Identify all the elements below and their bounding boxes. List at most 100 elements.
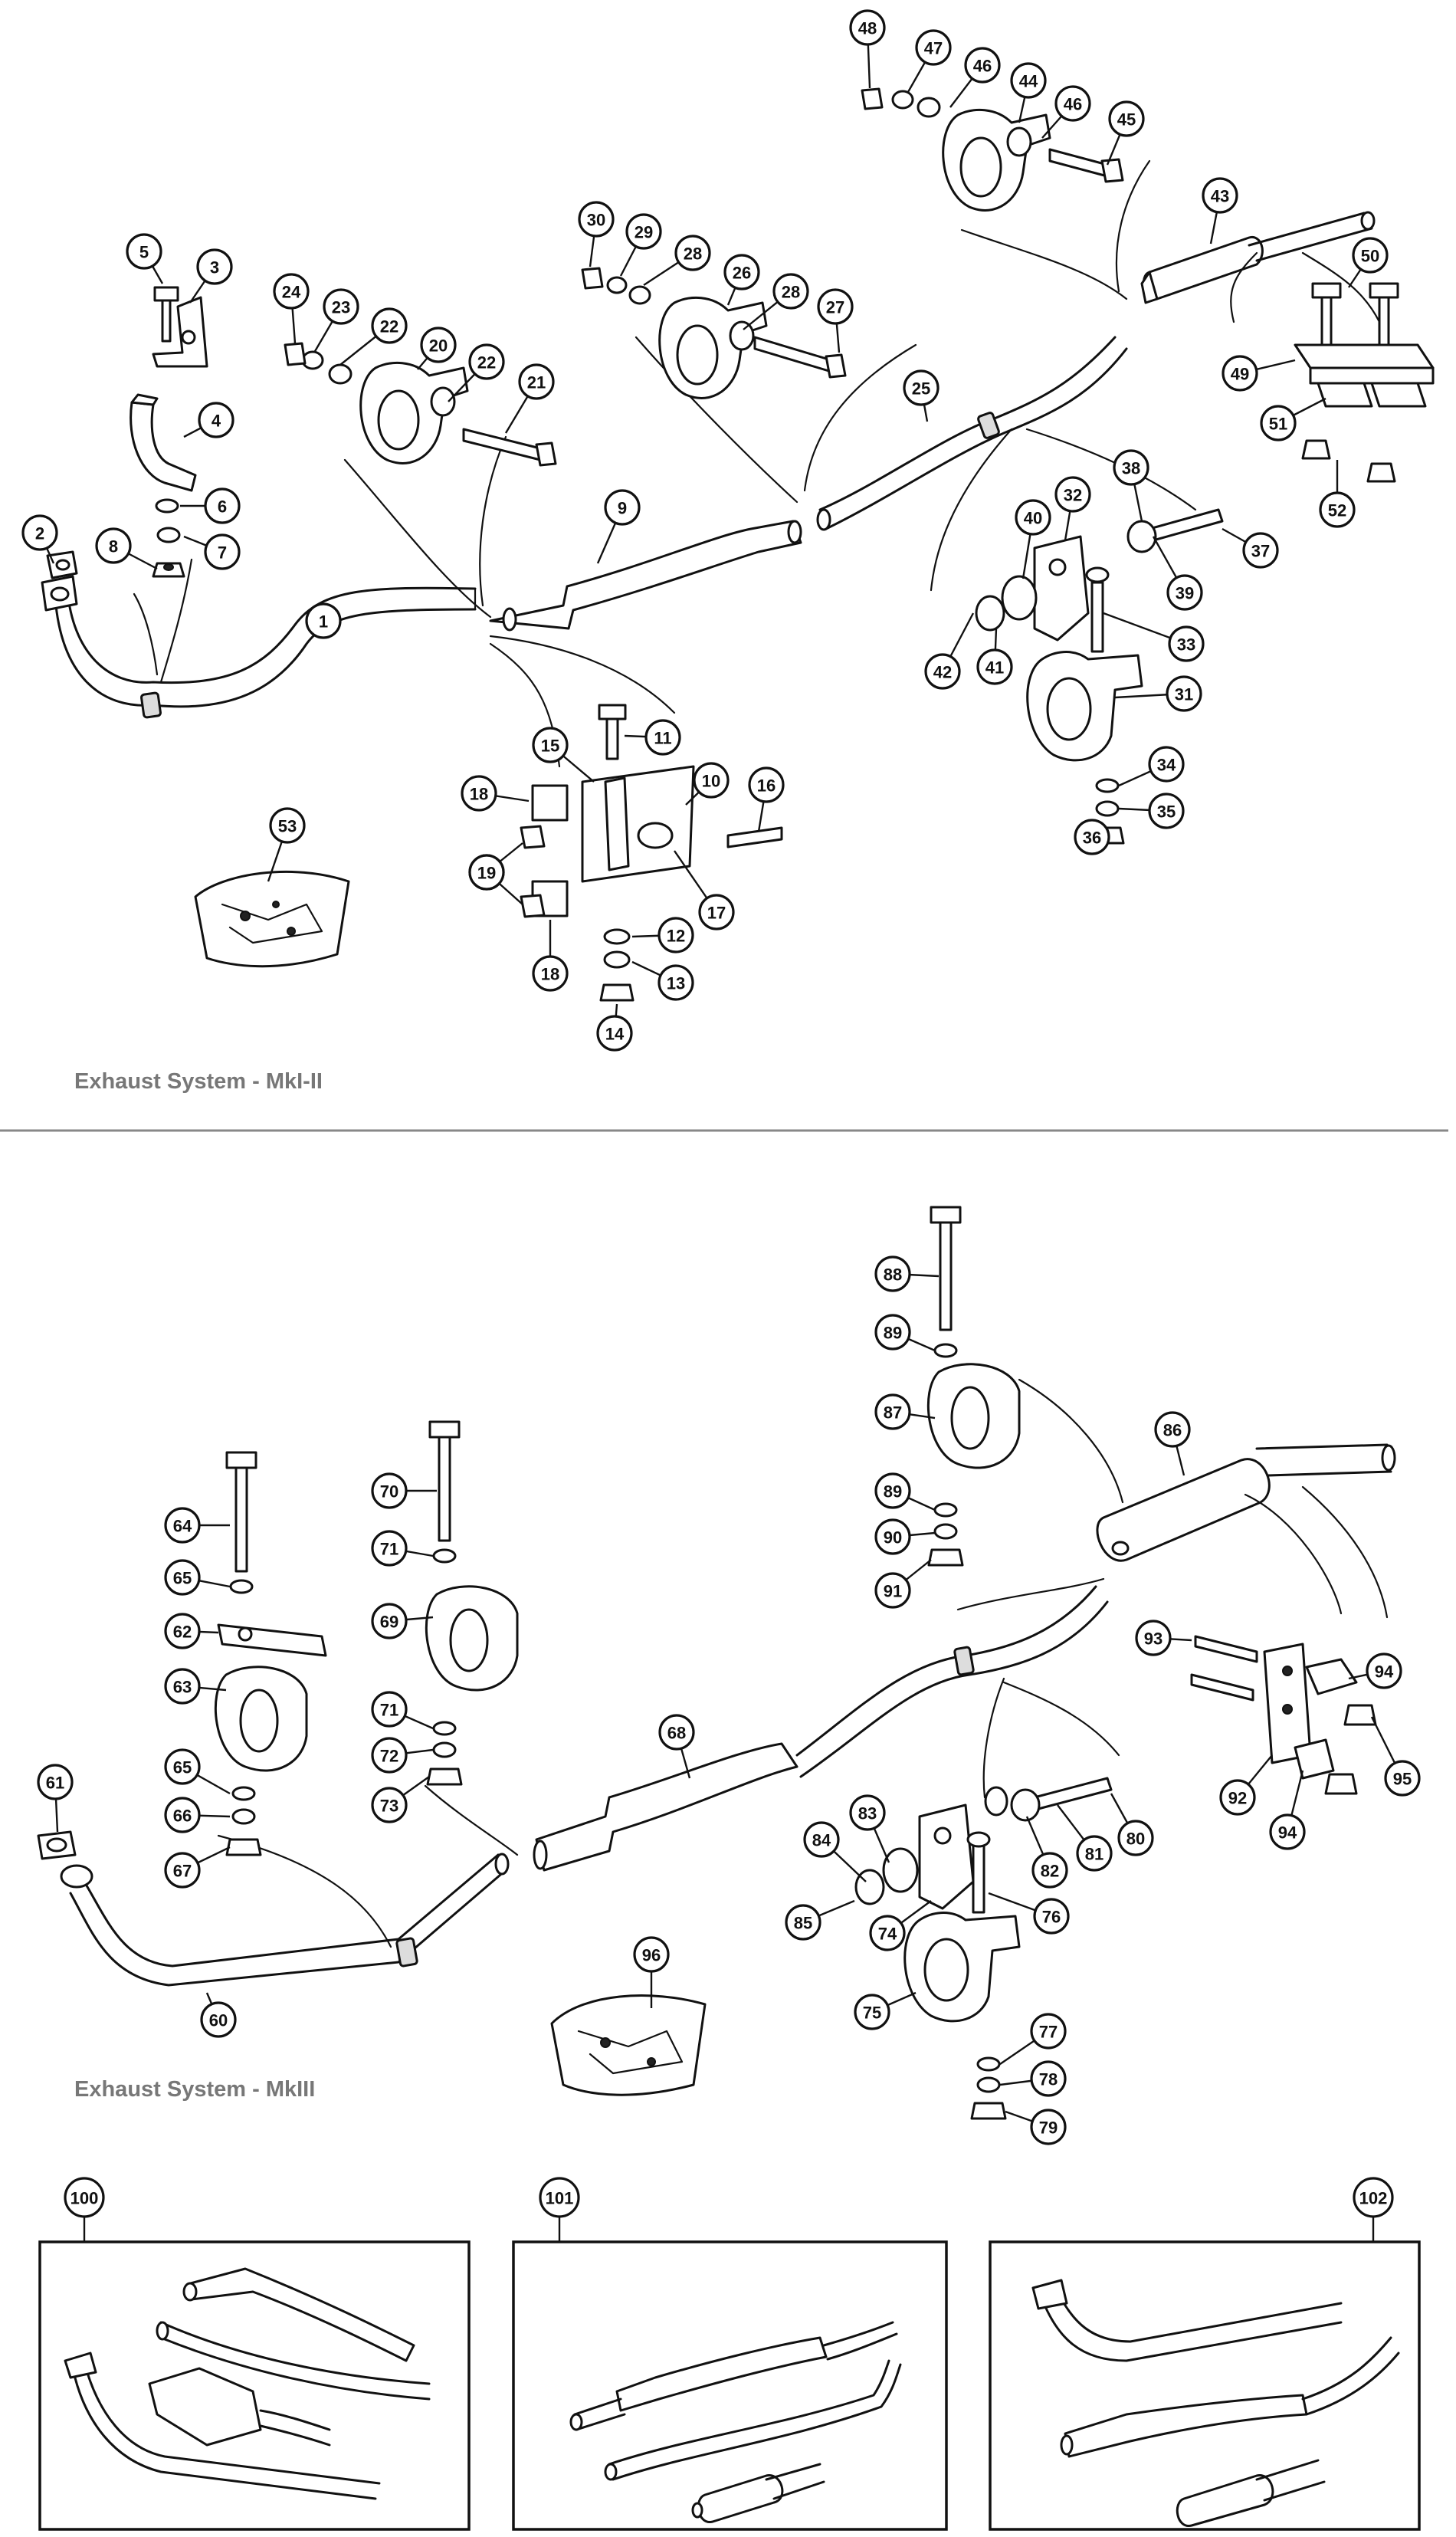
callout-3: 3 [189, 248, 233, 304]
callout-circle [1154, 1411, 1191, 1448]
callout-circle [1135, 1620, 1172, 1656]
callout-circle [198, 402, 234, 438]
callout-circle [164, 1559, 201, 1596]
callout-50: 50 [1348, 237, 1389, 288]
callout-number: 65 [173, 1758, 192, 1777]
callout-circle [849, 1794, 886, 1831]
callout-number: 65 [173, 1569, 192, 1588]
callout-94: 94 [1269, 1770, 1306, 1850]
callout-circle [1074, 819, 1110, 855]
callout-number: 1 [319, 612, 328, 632]
callout-circle [273, 273, 310, 310]
callout-circle [468, 854, 505, 891]
callout-63: 63 [164, 1668, 227, 1705]
callout-circle [1030, 2109, 1067, 2145]
callout-circle [1269, 1813, 1306, 1850]
callout-16: 16 [748, 766, 785, 832]
callout-circle [849, 9, 886, 46]
callout-7: 7 [183, 533, 241, 570]
callout-46: 46 [949, 47, 1001, 108]
callout-68: 68 [658, 1714, 695, 1779]
callout-71: 71 [371, 1530, 434, 1567]
callout-number: 66 [173, 1807, 192, 1826]
callout-number: 8 [109, 537, 118, 556]
callout-number: 95 [1393, 1770, 1412, 1789]
callout-number: 45 [1117, 110, 1136, 130]
callout-number: 96 [642, 1946, 661, 1965]
callout-circle [1166, 675, 1202, 712]
callout-number: 3 [210, 258, 219, 277]
callout-number: 78 [1039, 2070, 1058, 2089]
section-caption-mk3: Exhaust System - MkIII [74, 2077, 315, 2102]
callout-17: 17 [674, 850, 735, 930]
callout-number: 46 [973, 57, 992, 76]
callout-circle [578, 201, 615, 238]
callout-102: 102 [1353, 2177, 1394, 2242]
callout-circle [1202, 177, 1238, 214]
callout-22: 22 [339, 307, 408, 366]
callout-number: 64 [173, 1517, 192, 1536]
callout-circle [532, 955, 569, 992]
callout-circle [37, 1764, 74, 1800]
inset-kits [38, 2240, 1421, 2531]
callout-51: 51 [1260, 397, 1326, 441]
callout-53: 53 [267, 807, 306, 882]
callout-circle [723, 254, 760, 290]
callout-number: 76 [1042, 1908, 1061, 1927]
callout-101: 101 [539, 2177, 580, 2242]
callout-44: 44 [1010, 62, 1047, 123]
callout-number: 29 [635, 223, 653, 242]
callout-9: 9 [596, 489, 641, 564]
callout-94: 94 [1348, 1652, 1402, 1689]
callout-number: 68 [667, 1724, 686, 1743]
callout-number: 14 [605, 1025, 625, 1044]
callout-62: 62 [164, 1613, 219, 1649]
callout-number: 26 [733, 264, 751, 283]
callout-circle [1076, 1835, 1113, 1872]
callout-circle [371, 1737, 408, 1774]
callout-number: 77 [1039, 2023, 1058, 2042]
callout-circle [95, 527, 132, 564]
callout-number: 24 [282, 283, 301, 302]
callout-48: 48 [849, 9, 886, 89]
callout-96: 96 [633, 1936, 670, 2008]
callout-circle [1033, 1898, 1070, 1935]
callout-65: 65 [164, 1559, 231, 1596]
callout-number: 34 [1157, 756, 1176, 775]
callout-82: 82 [1025, 1816, 1068, 1889]
callout-8: 8 [95, 527, 158, 570]
callout-circle [1242, 532, 1279, 569]
callout-circle [196, 248, 233, 285]
inset-box-101 [512, 2240, 948, 2531]
callout-75: 75 [854, 1991, 917, 2030]
callout-47: 47 [907, 29, 952, 93]
callout-11: 11 [624, 719, 681, 756]
callout-38: 38 [1113, 449, 1149, 522]
callout-circle [658, 1714, 695, 1751]
callout-86: 86 [1154, 1411, 1191, 1476]
callout-34: 34 [1118, 746, 1185, 787]
callout-circle [1260, 405, 1297, 441]
callout-49: 49 [1222, 355, 1296, 392]
callout-circle [1168, 625, 1205, 662]
callout-circle [1031, 1852, 1068, 1889]
callout-number: 42 [933, 663, 952, 682]
callout-number: 6 [218, 497, 227, 517]
callout-28: 28 [743, 273, 809, 330]
callout-number: 44 [1019, 72, 1038, 91]
callout-number: 87 [884, 1403, 902, 1423]
callout-number: 23 [332, 298, 350, 317]
callout-71: 71 [371, 1691, 434, 1730]
callout-circle [323, 288, 359, 325]
callout-number: 74 [878, 1925, 897, 1944]
callout-93: 93 [1135, 1620, 1192, 1656]
callout-84: 84 [803, 1821, 867, 1882]
callout-number: 18 [541, 965, 559, 984]
callout-circle [1030, 2060, 1067, 2097]
callout-87: 87 [874, 1393, 936, 1430]
callout-52: 52 [1319, 460, 1356, 528]
callout-74: 74 [869, 1900, 932, 1951]
callout-circle [1319, 491, 1356, 528]
callout-number: 70 [380, 1482, 398, 1502]
callout-circle [64, 2177, 105, 2218]
